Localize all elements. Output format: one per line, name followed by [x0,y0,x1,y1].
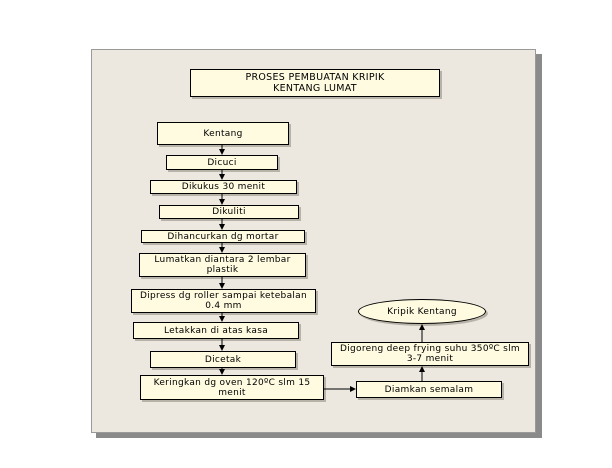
step-kentang: Kentang [157,122,289,145]
step-dicuci: Dicuci [166,155,278,170]
step-letakkan: Letakkan di atas kasa [133,322,299,339]
step-dihancurkan: Dihancurkan dg mortar [141,230,305,243]
step-dipress: Dipress dg roller sampai ketebalan 0.4 m… [131,289,316,313]
step-diamkan: Diamkan semalam [356,381,502,398]
step-dikukus: Dikukus 30 menit [150,180,297,194]
step-dicetak: Dicetak [150,351,296,368]
step-dikuliti: Dikuliti [159,205,299,219]
step-lumatkan: Lumatkan diantara 2 lembar plastik [139,253,306,277]
step-digoreng: Digoreng deep frying suhu 350ºC slm 3-7 … [331,342,529,366]
step-kripik-kentang: Kripik Kentang [358,299,486,324]
diagram-title: PROSES PEMBUATAN KRIPIK KENTANG LUMAT [190,69,440,97]
step-keringkan: Keringkan dg oven 120ºC slm 15 menit [140,375,324,400]
